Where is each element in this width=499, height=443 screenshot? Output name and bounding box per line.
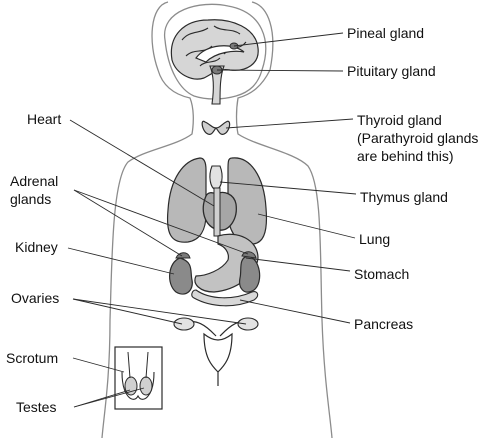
leader-thyroid [226,119,353,128]
leader-lung [258,214,355,238]
label-heart: Heart [27,111,61,127]
label-lung: Lung [359,231,390,247]
left-lung-shape [168,158,206,242]
leader-adrenal-left [74,190,182,256]
label-pancreas: Pancreas [354,316,413,332]
uterus-shape [204,334,232,386]
left-kidney-shape [170,258,193,294]
right-testis-shape [140,377,152,395]
thyroid-gland-shape [202,121,229,134]
label-pituitary-gland: Pituitary gland [347,63,436,79]
label-adrenal-glands: Adrenal glands [10,172,58,208]
leader-ovary-left [73,299,182,324]
label-pineal-gland: Pineal gland [347,25,424,41]
label-scrotum: Scrotum [6,350,58,366]
label-testes: Testes [16,399,56,415]
thymus-gland-shape [210,166,222,190]
label-thyroid-gland: Thyroid gland (Parathyroid glands are be… [357,111,478,165]
leader-kidney [68,248,174,274]
leader-stomach [246,258,350,271]
esophagus-shape [214,188,220,236]
label-stomach: Stomach [354,266,409,282]
left-ovary-shape [174,318,194,330]
label-kidney: Kidney [15,239,58,255]
leader-pancreas [240,300,350,323]
right-ovary-shape [238,318,258,330]
label-thymus-gland: Thymus gland [360,189,448,205]
label-ovaries: Ovaries [11,290,59,306]
